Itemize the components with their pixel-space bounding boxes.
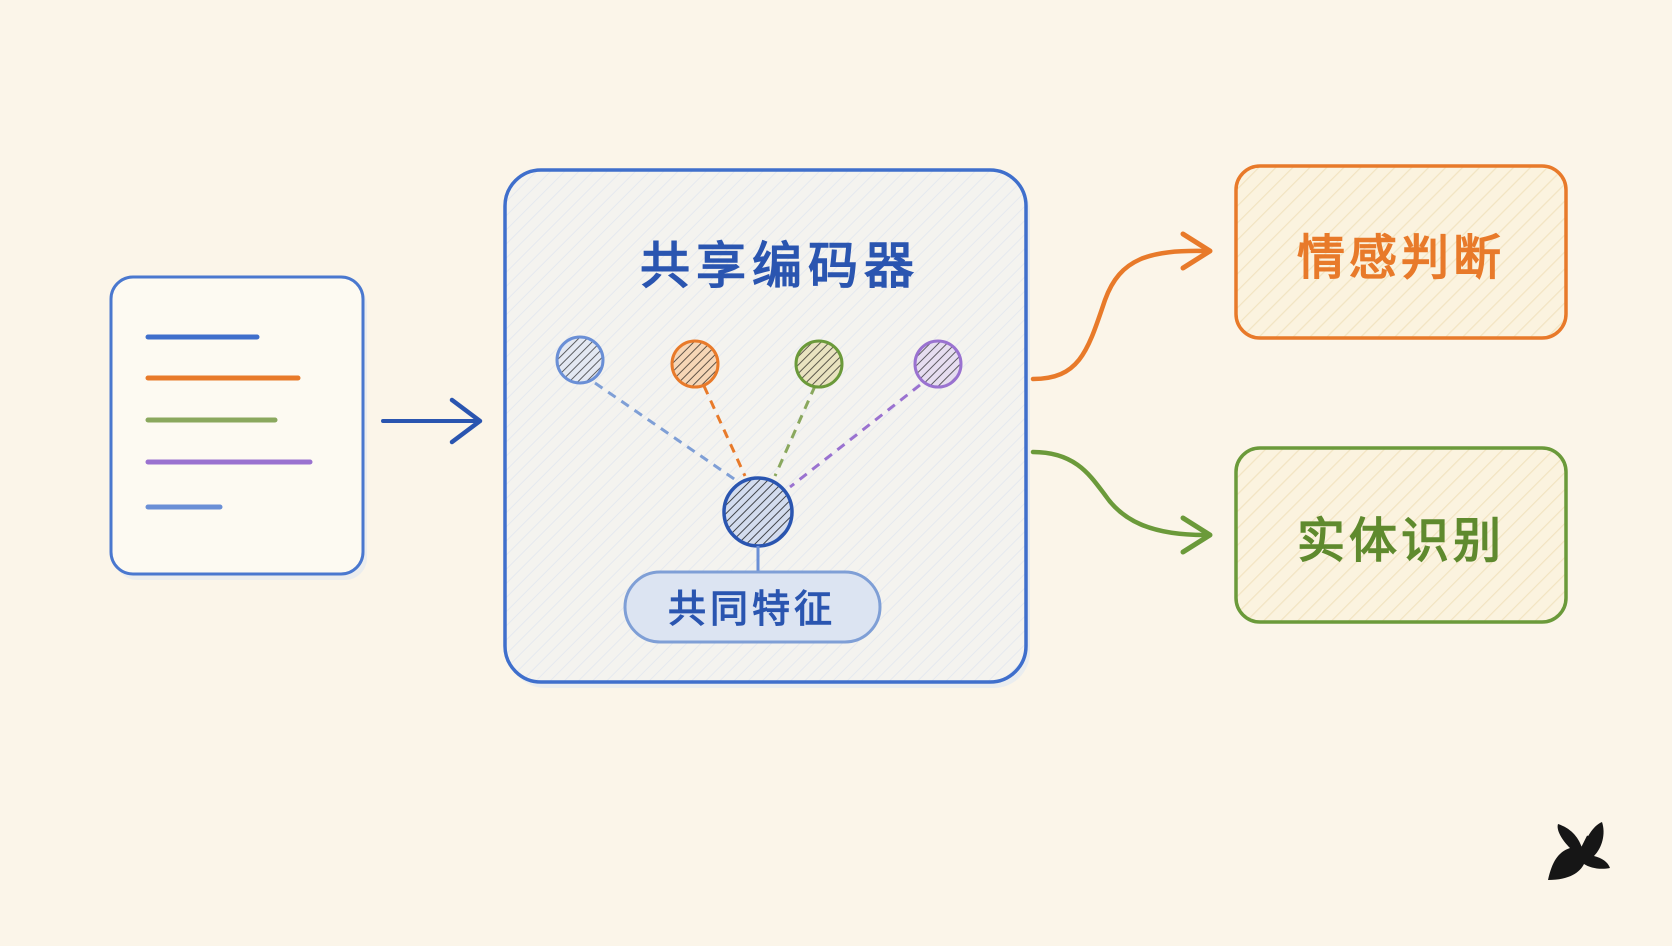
node-blue [555, 335, 605, 385]
node-orange [670, 339, 720, 389]
arrow-to-entity [1030, 449, 1213, 555]
input-document [109, 275, 367, 580]
input-arrow [381, 397, 483, 445]
entity-label: 实体识别 [1297, 513, 1505, 569]
encoder-title: 共享编码器 [640, 237, 920, 295]
node-purple [913, 339, 963, 389]
output-sentiment: 情感判断 [1234, 164, 1568, 340]
shared-encoder: 共享编码器 [503, 168, 1030, 688]
output-entity: 实体识别 [1234, 446, 1568, 624]
sentiment-label: 情感判断 [1297, 230, 1505, 286]
connector-purple [789, 383, 921, 489]
connector-green [773, 385, 817, 477]
feature-label: 共同特征 [668, 587, 836, 631]
node-green [794, 339, 844, 389]
connector-orange [702, 385, 747, 477]
butterfly-icon [1548, 822, 1610, 880]
feature-pill: 共同特征 [623, 570, 882, 644]
connector-blue [594, 381, 741, 485]
arrow-to-sentiment [1030, 231, 1213, 382]
node-center [722, 476, 794, 548]
